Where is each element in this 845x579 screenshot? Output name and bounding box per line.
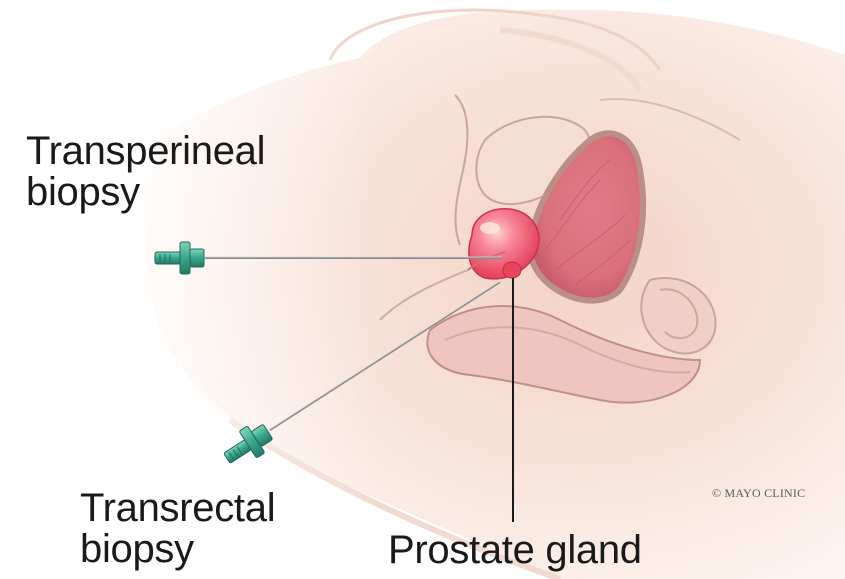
transrectal-biopsy-label: Transrectal biopsy xyxy=(80,488,275,570)
transperineal-label-line-2: biopsy xyxy=(26,172,265,213)
transperineal-biopsy-label: Transperineal biopsy xyxy=(26,131,265,213)
copyright-credit: © MAYO CLINIC xyxy=(712,486,805,501)
prostate-gland-label: Prostate gland xyxy=(388,530,642,571)
transrectal-label-line-2: biopsy xyxy=(80,529,275,570)
transrectal-label-line-1: Transrectal xyxy=(80,488,275,529)
transperineal-label-line-1: Transperineal xyxy=(26,131,265,172)
